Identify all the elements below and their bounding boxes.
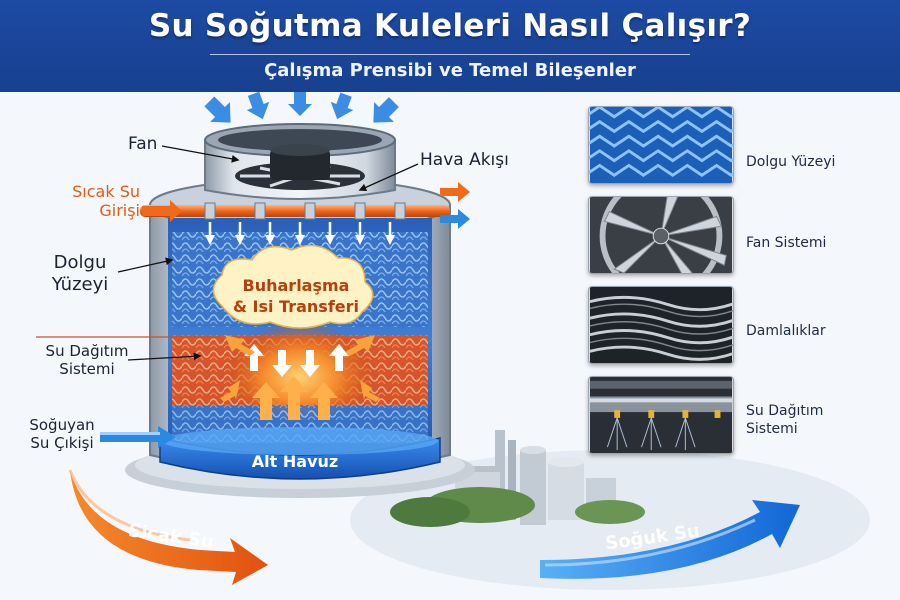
cooled-outlet-arrow xyxy=(100,426,176,448)
page-title: Su Soğutma Kuleleri Nasıl Çalışır? xyxy=(148,8,752,44)
thumb-label-fan: Fan Sistemi xyxy=(746,235,827,251)
label-evaporation-line2: & Isi Transferi xyxy=(233,296,359,316)
evaporation-cloud xyxy=(212,244,374,329)
hot-water-pipe xyxy=(140,202,450,220)
label-evaporation: Buharlaşma & Isi Transferi xyxy=(226,276,366,318)
label-hot-water-inlet-line2: Girişi xyxy=(99,201,140,221)
air-intake-arrows xyxy=(204,92,399,123)
inlet-arrow xyxy=(142,200,182,222)
thumb-fan-system xyxy=(588,196,734,274)
thumb-drift-eliminators xyxy=(588,286,734,364)
label-fill-surface: Dolgu Yüzeyi xyxy=(40,252,120,295)
label-distribution-line2: Sistemi xyxy=(59,360,115,378)
label-cooled-outlet: Soğuyan Su Çıkişi xyxy=(22,416,102,452)
drift-eliminator-icon xyxy=(589,287,733,363)
thumb-label-distribution: Su Dağıtım Sistemi xyxy=(746,403,823,438)
label-basin: Alt Havuz xyxy=(251,452,339,471)
thumb-fill-surface xyxy=(588,106,734,184)
thumb-distribution-system xyxy=(588,376,734,454)
fan-housing xyxy=(204,123,396,200)
thumb-label-fill: Dolgu Yüzeyi xyxy=(746,154,836,170)
label-evaporation-line1: Buharlaşma xyxy=(242,276,350,295)
label-cooled-outlet-line2: Su Çıkişi xyxy=(30,434,94,452)
header-banner: Su Soğutma Kuleleri Nasıl Çalışır? Çalış… xyxy=(0,0,900,92)
outflow-arrow-cold xyxy=(440,209,470,229)
label-hot-water-inlet: Sıcak Su Girişi xyxy=(60,182,140,220)
spray-pipe-icon xyxy=(589,377,733,453)
outflow-arrow-hot xyxy=(440,182,470,202)
cold-water-swoosh xyxy=(540,500,800,579)
header-divider xyxy=(210,54,690,55)
fan-blades-icon xyxy=(589,197,733,273)
page-subtitle: Çalışma Prensibi ve Temel Bileşenler xyxy=(264,60,636,81)
label-distribution-system: Su Dağıtım Sistemi xyxy=(40,342,134,378)
heat-transfer-arrows xyxy=(220,335,380,420)
label-fill-surface-line2: Yüzeyi xyxy=(51,273,109,295)
label-cooled-outlet-line1: Soğuyan xyxy=(29,416,95,434)
thumb-label-drift: Damlalıklar xyxy=(746,323,826,339)
label-distribution-line1: Su Dağıtım xyxy=(45,342,129,360)
label-hot-water-inlet-line1: Sıcak Su xyxy=(72,182,140,201)
fill-mesh-icon xyxy=(589,107,733,183)
label-fan: Fan xyxy=(128,134,158,154)
cooling-tower-diagram xyxy=(0,92,900,600)
basin xyxy=(159,427,441,480)
thumb-label-distribution-line2: Sistemi xyxy=(746,420,798,437)
spray-arrows xyxy=(205,222,395,245)
leader-lines xyxy=(36,145,419,361)
hot-water-swoosh xyxy=(68,469,268,585)
thumb-label-distribution-line1: Su Dağıtım xyxy=(746,403,824,419)
label-fill-surface-line1: Dolgu xyxy=(53,252,107,273)
label-air-flow: Hava Akışı xyxy=(420,150,509,170)
